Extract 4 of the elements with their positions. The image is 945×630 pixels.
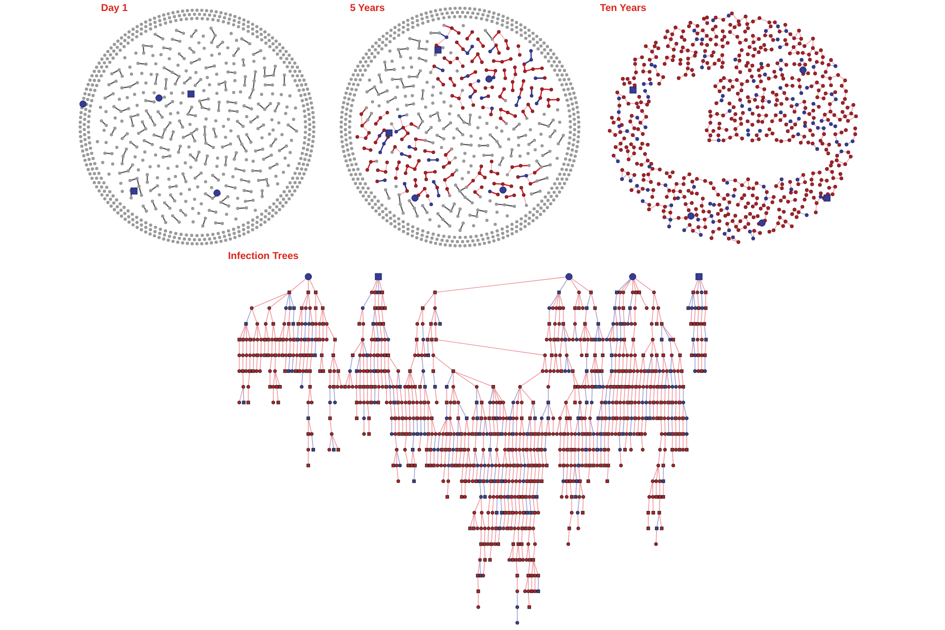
panel-title: 5 Years (350, 3, 385, 15)
panel-title: Day 1 (101, 3, 128, 15)
panel-title: Ten Years (600, 3, 646, 15)
panel-title: Infection Trees (228, 251, 299, 263)
